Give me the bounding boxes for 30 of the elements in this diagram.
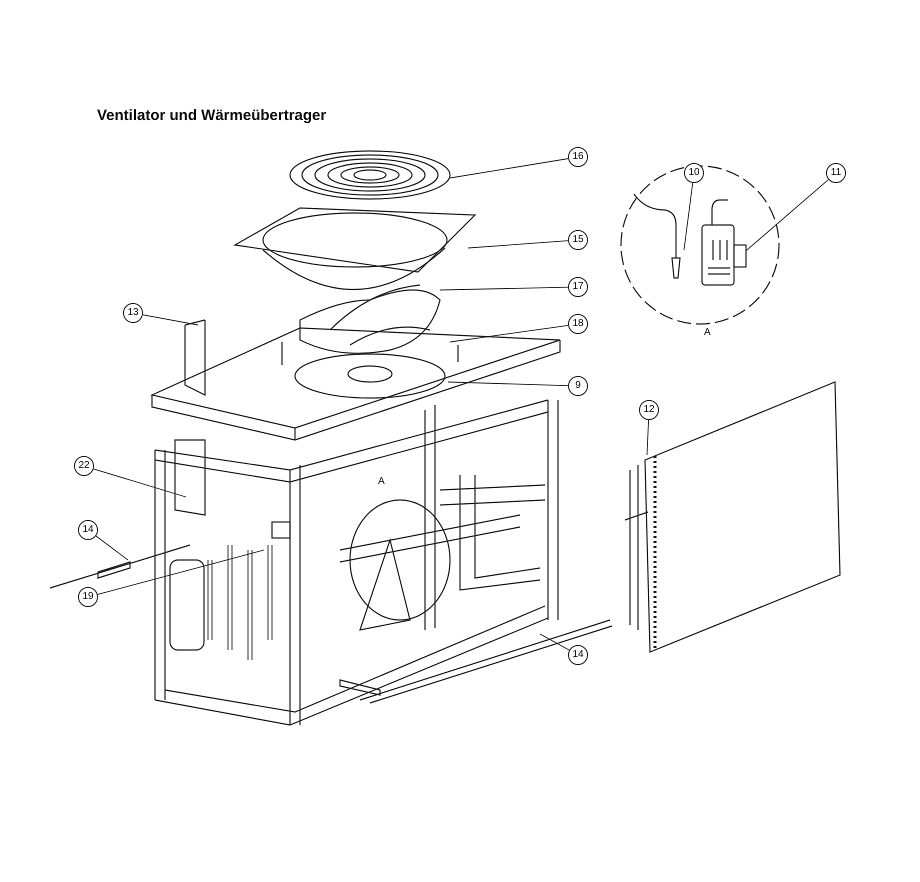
callout-number: 12 xyxy=(639,400,659,420)
leader-line xyxy=(746,179,829,252)
leader-line xyxy=(646,420,649,456)
callout-number: 19 xyxy=(78,587,98,607)
leader-line xyxy=(96,536,128,560)
callout-number: 14 xyxy=(568,645,588,665)
leader-line xyxy=(97,550,264,595)
callout-number: 10 xyxy=(684,163,704,183)
detail-label: A xyxy=(704,327,711,338)
detail-label: A xyxy=(378,476,385,487)
sensor-clip-drawing xyxy=(733,244,747,268)
leader-line xyxy=(450,158,569,178)
leader-line xyxy=(684,182,694,250)
leader-line xyxy=(450,324,569,342)
leader-line xyxy=(448,382,568,386)
callout-number: 18 xyxy=(568,314,588,334)
callout-number: 15 xyxy=(568,230,588,250)
leader-line xyxy=(468,240,568,248)
callout-number: 13 xyxy=(123,303,143,323)
callout-number: 17 xyxy=(568,277,588,297)
title: Ventilator und Wärmeübertrager xyxy=(97,107,326,124)
callout-number: 11 xyxy=(826,163,846,183)
callout-number: 9 xyxy=(568,376,588,396)
leader-line xyxy=(440,286,568,290)
leader-line xyxy=(142,314,198,326)
callout-number: 16 xyxy=(568,147,588,167)
callout-number: 14 xyxy=(78,520,98,540)
leader-line xyxy=(93,468,186,498)
callout-number: 22 xyxy=(74,456,94,476)
leader-line xyxy=(540,634,570,651)
